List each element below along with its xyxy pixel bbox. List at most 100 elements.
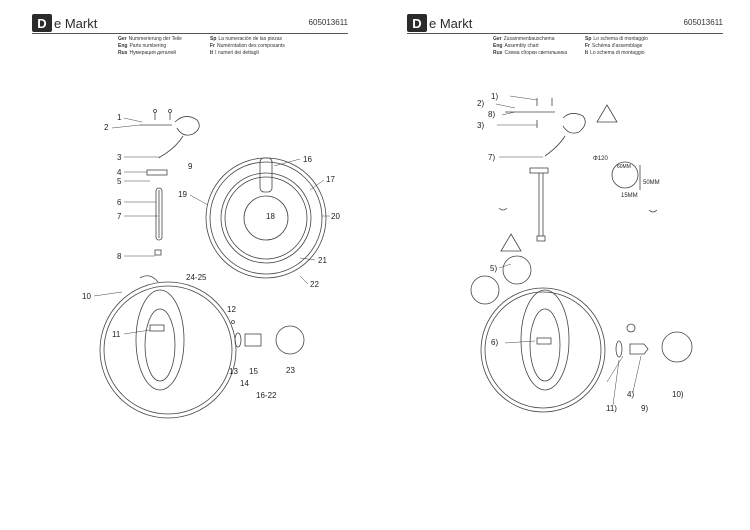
step-label: 6) (491, 338, 498, 347)
assembled-outer-ring (480, 287, 606, 413)
part-label: 18 (266, 212, 275, 221)
glass-globe (275, 325, 305, 355)
wire-coil (174, 116, 200, 136)
step-label: 10) (672, 390, 684, 399)
part-label: 16 (303, 155, 312, 164)
rod-connector (154, 249, 162, 256)
part-label: 24-25 (186, 273, 207, 282)
part-label: 6 (117, 198, 122, 207)
middle-ring (220, 172, 312, 264)
inner-ring (243, 195, 289, 241)
canopy (146, 169, 168, 176)
glass-globe (661, 331, 693, 363)
assembled-middle-ring (520, 289, 570, 391)
logo-mark: D (407, 14, 427, 32)
dimension-label: Φ120 (593, 156, 608, 162)
light-source (536, 337, 552, 345)
power-cable (544, 135, 566, 157)
canopy (529, 167, 549, 174)
header-rule (32, 33, 348, 34)
lamp-base (615, 340, 623, 358)
power-cable (158, 135, 184, 159)
part-label: 10 (82, 292, 91, 301)
part-label: 2 (104, 123, 109, 132)
dimension-label: 50MM (643, 180, 660, 186)
part-label: 13 (229, 367, 238, 376)
assembled-outer-ring (99, 281, 237, 419)
part-label: 1 (117, 113, 122, 122)
part-label: 17 (326, 175, 335, 184)
part-label: 19 (178, 190, 187, 199)
part-label: 3 (117, 153, 122, 162)
lamp-holder (244, 333, 262, 347)
step-label: 5) (490, 264, 497, 273)
dimension-label: 60MM (617, 164, 631, 170)
dimension-label: 15MM (621, 193, 638, 199)
step-label: 8) (488, 110, 495, 119)
step-label: 7) (488, 153, 495, 162)
step-label: 4) (627, 390, 634, 399)
warning-icon (500, 233, 522, 252)
part-label: 16-22 (256, 391, 277, 400)
step-label: 1) (491, 92, 498, 101)
brand-logo: D e Markt (32, 13, 97, 33)
wiring-detail (502, 255, 532, 285)
part-label: 20 (331, 212, 340, 221)
article-code: 605013611 (683, 18, 723, 27)
part-label: 12 (227, 305, 236, 314)
step-label: 9) (641, 404, 648, 413)
warning-icon (596, 104, 618, 123)
assembly-drawing: 1) 2) 8) 3) 7) 5) 6) 4) 11) 9) 10) Φ120 … (470, 92, 693, 413)
lamp-base (234, 332, 242, 348)
logo-text: e Markt (429, 15, 473, 31)
part-label: 9 (188, 162, 193, 171)
rod-connector (536, 235, 546, 242)
dimension-detail (611, 161, 639, 189)
lamp-holder (629, 343, 649, 355)
article-code: 605013611 (308, 18, 348, 27)
header-rule (407, 33, 723, 34)
part-label: 5 (117, 177, 122, 186)
part-label: 7 (117, 212, 122, 221)
part-label: 21 (318, 256, 327, 265)
part-label: 14 (240, 379, 249, 388)
step-label: 2) (477, 99, 484, 108)
part-label: 11 (112, 330, 121, 339)
assembled-middle-ring (135, 289, 185, 391)
suspension-rod (155, 187, 163, 241)
wire-coil (562, 113, 586, 134)
step-label: 11) (606, 404, 617, 413)
wiring-detail (470, 275, 500, 305)
brand-logo: D e Markt (407, 13, 472, 33)
logo-text: e Markt (54, 15, 98, 31)
part-label: 23 (286, 366, 295, 375)
step-label: 3) (477, 121, 484, 130)
part-label: 4 (117, 168, 122, 177)
part-label: 22 (310, 280, 319, 289)
logo-mark: D (32, 14, 52, 32)
part-label: 15 (249, 367, 258, 376)
parts-drawing: 1 2 3 4 5 6 7 8 9 10 11 12 13 14 15 16-2… (82, 109, 340, 419)
part-label: 8 (117, 252, 122, 261)
